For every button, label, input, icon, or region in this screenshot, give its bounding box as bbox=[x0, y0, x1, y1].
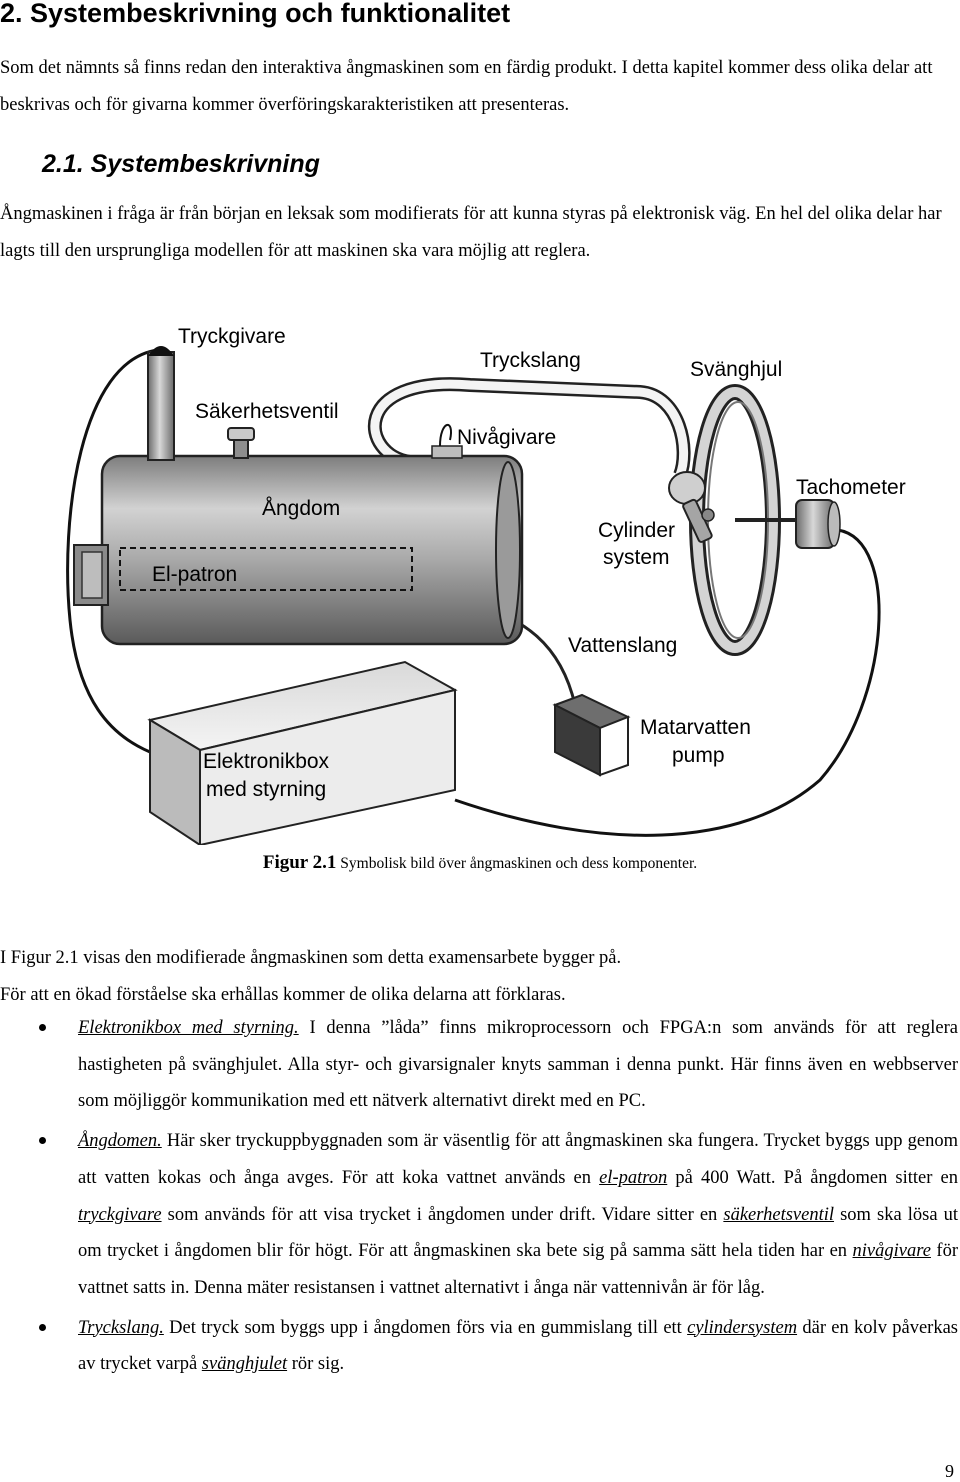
bullet-icon bbox=[39, 1137, 46, 1145]
intro-paragraph: Som det nämnts så finns redan den intera… bbox=[0, 58, 933, 115]
list-item-text: Det tryck som byggs upp i ångdomen förs … bbox=[163, 1317, 688, 1338]
reference-paragraph: I Figur 2.1 visas den modifierade ångmas… bbox=[0, 940, 960, 1013]
term-elektronikbox: Elektronikbox med styrning. bbox=[78, 1018, 299, 1038]
term-cylindersystem: cylindersystem bbox=[687, 1317, 798, 1338]
section-heading: 2.1. Systembeskrivning bbox=[42, 150, 320, 178]
label-elektronikbox: Elektronikbox bbox=[203, 750, 330, 773]
electronics-box bbox=[147, 660, 458, 845]
list-item-elektronikbox: Elektronikbox med styrning. I denna ”låd… bbox=[0, 1010, 958, 1120]
page-number: 9 bbox=[945, 1461, 954, 1481]
list-item-text: som används för att visa trycket i ångdo… bbox=[161, 1204, 724, 1225]
label-matarvatten: Matarvatten bbox=[640, 716, 751, 739]
term-nivagivare: nivågivare bbox=[852, 1241, 931, 1262]
safety-valve bbox=[227, 427, 255, 459]
feedwater-pump bbox=[552, 693, 631, 777]
list-item-tryckslang: Tryckslang. Det tryck som byggs upp i ån… bbox=[0, 1310, 958, 1383]
list-item-text: på 400 Watt. På ångdomen sitter en bbox=[667, 1167, 958, 1188]
tachometer bbox=[795, 499, 841, 549]
label-sakerhetsventil: Säkerhetsventil bbox=[195, 400, 339, 423]
list-item-text: rör sig. bbox=[287, 1354, 345, 1375]
label-tachometer: Tachometer bbox=[796, 476, 906, 499]
label-system: system bbox=[603, 546, 670, 569]
label-vattenslang: Vattenslang bbox=[568, 634, 677, 657]
component-list: Elektronikbox med styrning. I denna ”låd… bbox=[0, 1010, 960, 1386]
label-angdom: Ångdom bbox=[262, 497, 340, 520]
list-item-text: som ska lösa ut om trycket i ångdomen bl… bbox=[78, 1204, 958, 1262]
reference-line-1: I Figur 2.1 visas den modifierade ångmas… bbox=[0, 948, 622, 968]
label-tryckslang: Tryckslang bbox=[480, 349, 581, 372]
bullet-icon bbox=[39, 1323, 46, 1331]
list-item-text: I denna ”låda” finns mikroprocessorn och… bbox=[78, 1018, 958, 1112]
label-elpatron: El-patron bbox=[152, 563, 237, 586]
term-angdomen: Ångdomen. bbox=[78, 1131, 162, 1152]
label-med-styrning: med styrning bbox=[206, 778, 326, 801]
cylinder-system bbox=[668, 471, 715, 543]
tachometer-wire bbox=[454, 528, 881, 837]
caption-label: Figur 2.1 bbox=[262, 852, 337, 873]
description-paragraph: Ångmaskinen i fråga är från början en le… bbox=[0, 204, 942, 261]
label-cylinder: Cylinder bbox=[598, 519, 675, 542]
term-tryckslang: Tryckslang. bbox=[78, 1317, 164, 1338]
label-nivagivare: Nivågivare bbox=[457, 426, 556, 449]
label-pump: pump bbox=[672, 744, 725, 767]
term-el-patron: el-patron bbox=[599, 1167, 668, 1188]
caption-text: Symbolisk bild över ångmaskinen och dess… bbox=[336, 855, 698, 872]
boiler-drum bbox=[73, 454, 524, 646]
steam-engine-figure: Tryckgivare Tryckslang Svänghjul Säkerhe… bbox=[66, 325, 906, 845]
level-sensor bbox=[431, 424, 463, 459]
list-item-text: Här sker tryckuppbyggnaden som är väsent… bbox=[78, 1131, 958, 1188]
sensor-wire bbox=[66, 348, 159, 754]
figure-caption: Figur 2.1 Symbolisk bild över ångmaskine… bbox=[0, 852, 960, 874]
list-item-angdomen: Ångdomen. Här sker tryckuppbyggnaden som… bbox=[0, 1123, 958, 1307]
page-heading: 2. Systembeskrivning och funktionalitet bbox=[0, 0, 511, 28]
list-item-text: där en kolv påverkas av trycket varpå bbox=[78, 1317, 958, 1375]
bullet-icon bbox=[39, 1024, 46, 1031]
list-item-text: för vattnet satts in. Denna mäter resist… bbox=[78, 1241, 958, 1298]
pressure-sensor bbox=[147, 346, 175, 461]
term-tryckgivare: tryckgivare bbox=[78, 1204, 162, 1225]
label-svanghjul: Svänghjul bbox=[690, 358, 782, 381]
term-sakerhetsventil: säkerhetsventil bbox=[723, 1204, 835, 1225]
label-tryckgivare: Tryckgivare bbox=[178, 325, 286, 348]
term-svanghjulet: svänghjulet bbox=[201, 1354, 288, 1375]
reference-line-2: För att en ökad förståelse ska erhållas … bbox=[0, 984, 566, 1005]
